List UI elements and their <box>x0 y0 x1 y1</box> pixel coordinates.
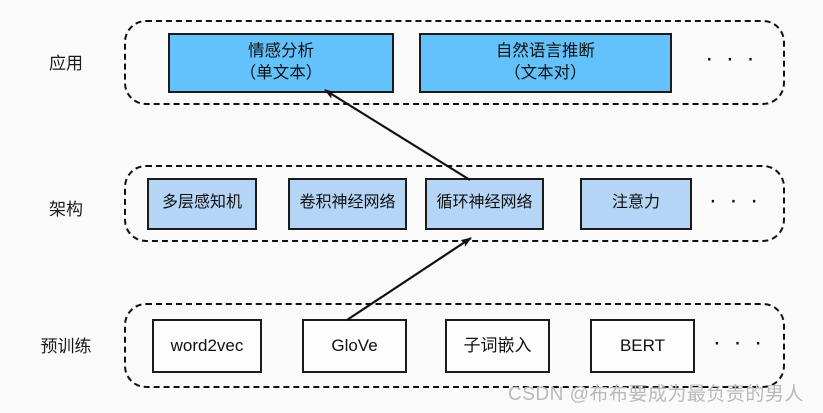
box-natural-language-inference[interactable]: 自然语言推断 （文本对） <box>418 32 672 93</box>
group-architecture: 多层感知机 卷积神经网络 循环神经网络 注意力 · · · <box>124 165 785 242</box>
box-glove[interactable]: GloVe <box>302 318 407 373</box>
box-recurrent-neural-network[interactable]: 循环神经网络 <box>425 177 544 230</box>
box-attention[interactable]: 注意力 <box>580 177 692 230</box>
box-multilayer-perceptron[interactable]: 多层感知机 <box>147 177 257 230</box>
box-convolutional-neural-network[interactable]: 卷积神经网络 <box>288 177 407 230</box>
box-glove-label: GloVe <box>331 335 378 355</box>
row-label-pretraining: 预训练 <box>40 337 92 356</box>
box-sentiment-analysis-line2: （单文本） <box>239 63 323 82</box>
box-word2vec-label: word2vec <box>170 335 244 355</box>
box-word2vec[interactable]: word2vec <box>152 318 262 373</box>
group-pretraining: word2vec GloVe 子词嵌入 BERT · · · <box>124 303 785 388</box>
box-bert-label: BERT <box>619 335 666 355</box>
ellipsis-pretraining: · · · <box>712 328 766 356</box>
box-recurrent-neural-network-label: 循环神经网络 <box>436 194 533 212</box>
box-subword-embedding-label: 子词嵌入 <box>463 335 532 355</box>
box-natural-language-inference-line2: （文本对） <box>504 63 587 82</box>
box-multilayer-perceptron-label: 多层感知机 <box>161 194 242 212</box>
box-sentiment-analysis-line1: 情感分析 <box>247 42 314 61</box>
ellipsis-architecture: · · · <box>708 186 762 214</box>
box-bert[interactable]: BERT <box>590 318 695 373</box>
box-subword-embedding[interactable]: 子词嵌入 <box>445 318 550 373</box>
row-label-architecture: 架构 <box>49 200 83 219</box>
box-natural-language-inference-line1: 自然语言推断 <box>495 42 595 61</box>
group-application: 情感分析 （单文本） 自然语言推断 （文本对） · · · <box>124 20 785 105</box>
box-attention-label: 注意力 <box>611 194 660 212</box>
row-label-application: 应用 <box>49 54 83 73</box>
csdn-watermark: CSDN @布布要成为最负责的男人 <box>508 384 804 405</box>
ellipsis-application: · · · <box>705 44 758 72</box>
box-sentiment-analysis[interactable]: 情感分析 （单文本） <box>168 32 394 93</box>
box-convolutional-neural-network-label: 卷积神经网络 <box>299 194 396 212</box>
